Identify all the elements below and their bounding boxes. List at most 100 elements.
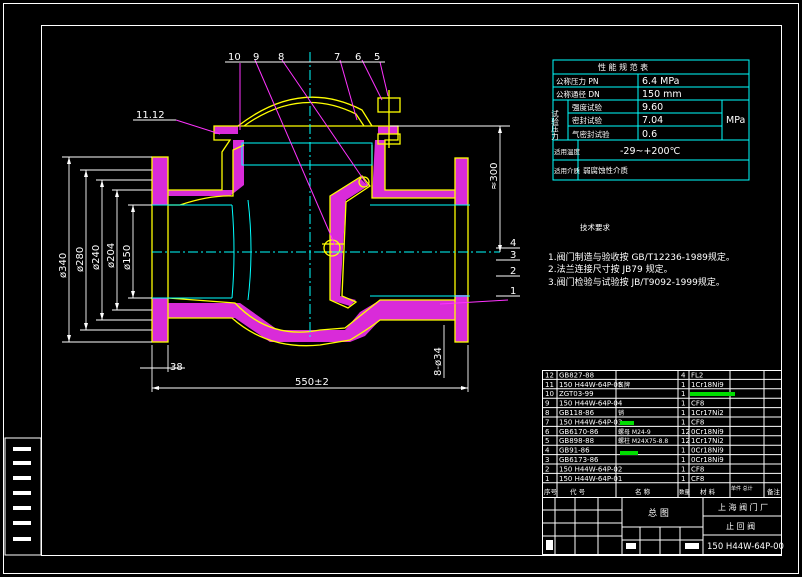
- dim-300: ≈300: [489, 163, 500, 190]
- parts-cell-material: 0Cr18Ni9: [691, 428, 724, 436]
- parts-cell-material: CF8: [691, 400, 704, 408]
- parts-cell-code: GB91-86: [559, 447, 590, 455]
- dim-340: ø340: [58, 253, 69, 278]
- callout-5: 5: [374, 52, 380, 63]
- parts-cell-code: 150 H44W-64P-05: [559, 381, 622, 389]
- callout-1: 1: [510, 286, 516, 297]
- dim-38: 38: [170, 362, 183, 373]
- parts-cell-name: 名牌: [618, 381, 630, 389]
- spec-value-strength: 9.60: [642, 102, 663, 113]
- callout-8: 8: [278, 52, 284, 63]
- body-hatch: [152, 126, 468, 342]
- parts-cell-no: 1: [545, 475, 549, 483]
- parts-cell-no: 11: [545, 381, 554, 389]
- dim-length: 550±2: [295, 377, 329, 388]
- parts-cell-code: GB6173-86: [559, 456, 599, 464]
- spec-medium-label: 适用介质: [554, 166, 581, 175]
- parts-cell-no: 5: [545, 437, 549, 445]
- callout-4: 4: [510, 238, 516, 249]
- parts-cell-qty: 1: [681, 447, 685, 455]
- parts-cell-qty: 4: [681, 371, 686, 379]
- parts-cell-no: 6: [545, 428, 550, 436]
- dimension-arrows: [67, 126, 502, 390]
- parts-cell-code: 150 H44W-64P-04: [559, 400, 623, 408]
- parts-cell-code: 150 H44W-64P-02: [559, 465, 622, 473]
- parts-cell-code: GB6170-86: [559, 428, 599, 436]
- parts-cell-qty: 12: [681, 437, 690, 445]
- title-drawing-no: 150 H44W-64P-00: [707, 542, 784, 552]
- callout-10: 10: [228, 52, 241, 63]
- parts-header-material: 材 料: [700, 487, 716, 496]
- parts-cell-material: FL2: [691, 371, 703, 379]
- spec-value-air: 0.6: [642, 129, 657, 140]
- parts-cell-code: 150 H44W-64P-03: [559, 418, 622, 426]
- dim-280: ø280: [75, 247, 86, 272]
- callout-2: 2: [510, 266, 516, 277]
- spec-value-pn: 6.4 MPa: [642, 76, 679, 87]
- parts-cell-code: ZGT03-99: [559, 390, 594, 398]
- spec-temp-label: 适用温度: [554, 147, 581, 156]
- dim-240: ø240: [91, 245, 102, 270]
- parts-header-qty: 数量: [679, 488, 691, 496]
- parts-cell-no: 10: [545, 390, 554, 398]
- spec-group-label: 试验压力: [550, 109, 559, 142]
- parts-cell-code: GB827-88: [559, 371, 594, 379]
- body-outline: [151, 90, 469, 347]
- parts-cell-qty: 1: [681, 381, 685, 389]
- parts-cell-qty: 1: [681, 465, 685, 473]
- parts-cell-qty: 1: [681, 418, 685, 426]
- parts-header-no: 序号: [544, 487, 558, 496]
- parts-cell-qty: 1: [681, 409, 685, 417]
- tech-requirements: 技术要求 1.阀门制造与验收按 GB/T12236-1989规定。 2.法兰连接…: [548, 222, 735, 288]
- parts-cell-material: 1Cr17Ni2: [691, 409, 724, 417]
- parts-cell-material: CF8: [691, 418, 704, 426]
- parts-cell-material: CF8: [691, 465, 704, 473]
- parts-cell-material: 0Cr18Ni9: [691, 447, 724, 455]
- title-block: 总 图 上 海 阀 门 厂 止 回 阀 150 H44W-64P-00: [542, 497, 784, 555]
- parts-cell-material: CF8: [691, 475, 704, 483]
- leader-lines: [175, 59, 509, 305]
- parts-header-note: 备注: [767, 487, 781, 496]
- parts-cell-qty: 1: [681, 390, 685, 398]
- parts-cell-material: 1Cr17Ni2: [691, 437, 724, 445]
- spec-label-pn: 公称压力 PN: [556, 76, 599, 86]
- bore-passage: [152, 52, 500, 340]
- parts-cell-code: GB898-88: [559, 437, 594, 445]
- parts-header-mass: 单件 总计: [731, 485, 753, 492]
- spec-medium-value: 弱腐蚀性介质: [583, 165, 628, 175]
- dimension-lines: [62, 125, 510, 392]
- tech-item-1: 1.阀门制造与验收按 GB/T12236-1989规定。: [548, 251, 735, 263]
- spec-label-dn: 公称通径 DN: [556, 89, 600, 99]
- parts-cell-name: 螺母 M24-9: [618, 428, 651, 436]
- parts-cell-no: 8: [545, 409, 549, 417]
- spec-unit: MPa: [726, 115, 745, 126]
- parts-header-code: 代 号: [570, 487, 586, 496]
- tech-item-2: 2.法兰连接尺寸按 JB79 规定。: [548, 263, 673, 275]
- parts-green-marks: [620, 392, 735, 455]
- callout-6: 6: [355, 52, 361, 63]
- parts-cell-no: 3: [545, 456, 549, 464]
- parts-cell-code: 150 H44W-64P-01: [559, 475, 622, 483]
- title-company: 上 海 阀 门 厂: [718, 502, 768, 512]
- parts-cell-qty: 1: [681, 475, 685, 483]
- dim-204: ø204: [106, 243, 117, 268]
- valve-section-view: 10 9 8 7 6 5 11.12 4 3 2 1 ø340 ø280 ø24…: [58, 52, 520, 392]
- dim-holes: 8-ø34: [433, 347, 444, 376]
- parts-cell-material: 1Cr18Ni9: [691, 381, 724, 389]
- part-callouts: 10 9 8 7 6 5 11.12 4 3 2 1: [136, 52, 516, 297]
- tech-title: 技术要求: [580, 222, 610, 232]
- spec-label-strength: 强度试验: [572, 102, 602, 112]
- parts-cell-no: 12: [545, 371, 554, 379]
- parts-header-name: 名 称: [635, 487, 651, 496]
- title-stamp-marks: [546, 540, 699, 550]
- spec-value-dn: 150 mm: [642, 89, 682, 100]
- spec-label-air: 气密封试验: [572, 129, 610, 139]
- parts-cell-name: 螺柱 M24X75-8.8: [618, 437, 668, 445]
- parts-cell-no: 2: [545, 465, 549, 473]
- spec-temp-value: -29~+200℃: [620, 146, 681, 157]
- dimension-texts: ø340 ø280 ø240 ø204 ø150 ≈300 38 550±2 8…: [58, 163, 500, 388]
- title-product: 止 回 阀: [726, 521, 755, 531]
- side-stamp-block: [4, 437, 42, 556]
- spec-header: 性 能 规 范 表: [598, 62, 648, 72]
